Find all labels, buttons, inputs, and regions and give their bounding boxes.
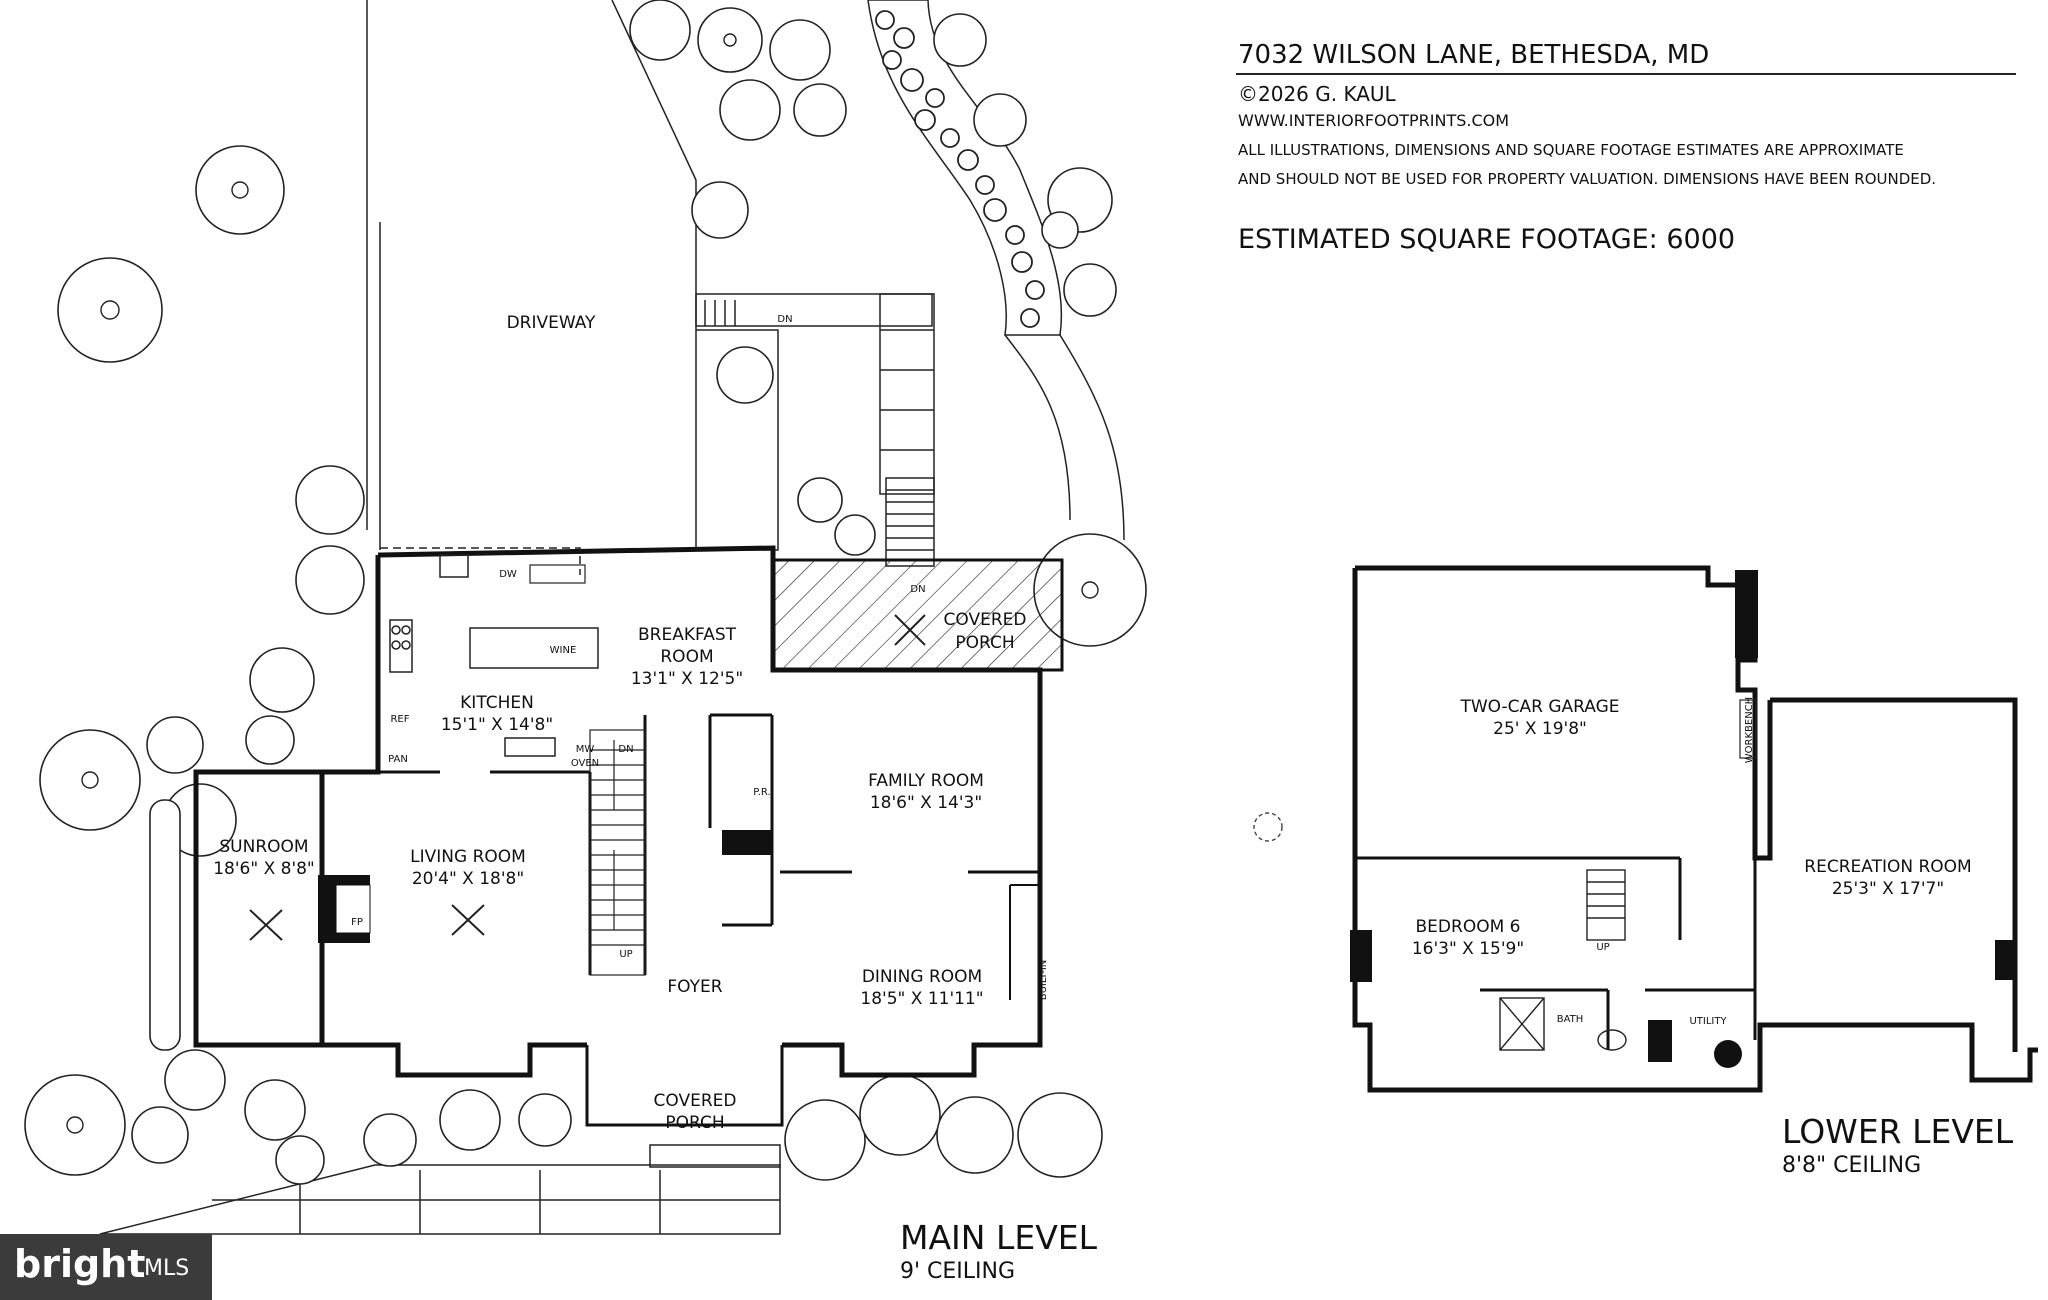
main-level-ceiling: 9' CEILING xyxy=(900,1259,1016,1284)
foyer-label: FOYER xyxy=(667,977,722,997)
square-footage: ESTIMATED SQUARE FOOTAGE: 6000 xyxy=(1238,224,1736,255)
recreation-room-label: RECREATION ROOM xyxy=(1804,857,1971,877)
lower-level-name: LOWER LEVEL xyxy=(1782,1112,2014,1151)
breakfast-room-label: BREAKFAST xyxy=(638,625,737,645)
sunroom-dims: 18'6" X 8'8" xyxy=(213,859,315,879)
ref-label: REF xyxy=(390,714,409,725)
workbench-label: WORKBENCH xyxy=(1744,697,1755,763)
bright-logo-text: bright xyxy=(14,1242,146,1286)
wine-label: WINE xyxy=(550,645,577,656)
property-address: 7032 WILSON LANE, BETHESDA, MD xyxy=(1238,40,1710,70)
stair-dn-label: DN xyxy=(618,744,633,755)
fireplace-label: FP xyxy=(351,917,363,928)
kitchen-fixtures xyxy=(380,547,599,757)
bright-mls-logo: bright MLS xyxy=(0,1234,212,1300)
dining-room-dims: 18'5" X 11'11" xyxy=(860,989,983,1009)
lower-level-ceiling: 8'8" CEILING xyxy=(1782,1153,1922,1178)
copyright-text: ©2026 G. KAUL xyxy=(1238,82,1396,106)
disclaimer-line-1: ALL ILLUSTRATIONS, DIMENSIONS AND SQUARE… xyxy=(1238,141,1904,159)
website-text: WWW.INTERIORFOOTPRINTS.COM xyxy=(1238,111,1510,130)
kitchen-dims: 15'1" X 14'8" xyxy=(441,715,553,735)
main-level-name: MAIN LEVEL xyxy=(900,1218,1098,1257)
dn-top-label: DN xyxy=(777,314,792,325)
breakfast-room-label-2: ROOM xyxy=(660,647,713,667)
built-in-label: BUILT-IN xyxy=(1038,960,1049,1001)
mls-logo-text: MLS xyxy=(144,1256,190,1281)
oven-label: OVEN xyxy=(571,758,599,769)
disclaimer-line-2: AND SHOULD NOT BE USED FOR PROPERTY VALU… xyxy=(1238,170,1937,188)
lower-level-walls xyxy=(1352,565,2038,1093)
pan-label: PAN xyxy=(388,754,408,765)
utility-label: UTILITY xyxy=(1689,1016,1727,1027)
garage-label: TWO-CAR GARAGE xyxy=(1459,697,1619,717)
ceiling-fans xyxy=(249,614,926,941)
family-room-label: FAMILY ROOM xyxy=(868,771,984,791)
bedroom-6-dims: 16'3" X 15'9" xyxy=(1412,939,1524,959)
recreation-room-dims: 25'3" X 17'7" xyxy=(1832,879,1944,899)
main-stairs xyxy=(589,729,646,976)
living-room-label: LIVING ROOM xyxy=(410,847,526,867)
bedroom-6-label: BEDROOM 6 xyxy=(1416,917,1521,937)
lower-fixtures xyxy=(1499,869,1627,1051)
main-level-walls xyxy=(193,545,1064,1127)
driveway-label: DRIVEWAY xyxy=(507,313,596,333)
lower-up-label: UP xyxy=(1596,942,1609,953)
sunroom-label: SUNROOM xyxy=(219,837,308,857)
breakfast-room-dims: 13'1" X 12'5" xyxy=(631,669,743,689)
site-elements xyxy=(99,0,1125,1235)
lower-level-title: LOWER LEVEL 8'8" CEILING xyxy=(1782,1112,2013,1178)
dining-room-label: DINING ROOM xyxy=(862,967,982,987)
front-porch-label: COVERED xyxy=(654,1091,737,1111)
dn-porch-label: DN xyxy=(910,584,925,595)
front-porch-label-2: PORCH xyxy=(665,1113,724,1133)
kitchen-label: KITCHEN xyxy=(460,693,534,713)
bath-label: BATH xyxy=(1557,1014,1584,1025)
family-room-dims: 18'6" X 14'3" xyxy=(870,793,982,813)
mw-label: MW xyxy=(576,744,595,755)
main-level-title: MAIN LEVEL 9' CEILING xyxy=(900,1218,1097,1284)
stair-up-label: UP xyxy=(619,949,632,960)
back-porch-label: COVERED xyxy=(944,610,1027,630)
dw-label: DW xyxy=(499,569,517,580)
header-divider xyxy=(1236,73,2016,75)
back-porch-label-2: PORCH xyxy=(955,633,1014,653)
garage-dims: 25' X 19'8" xyxy=(1493,719,1587,739)
living-room-dims: 20'4" X 18'8" xyxy=(412,869,524,889)
powder-room-label: P.R. xyxy=(753,787,770,798)
